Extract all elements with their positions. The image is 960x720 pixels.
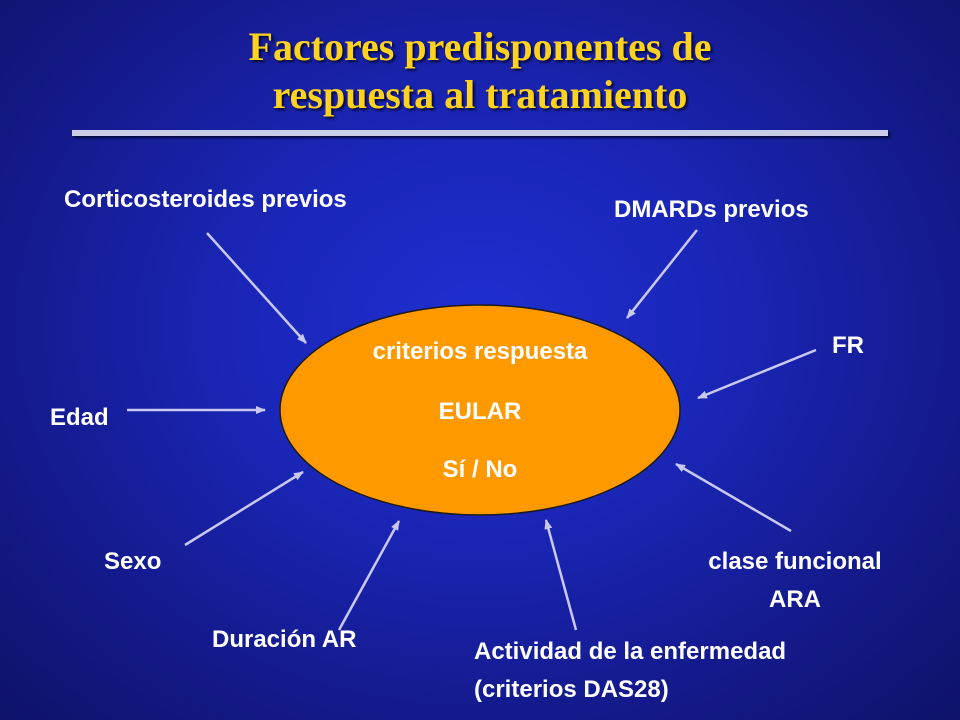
factor-clase-funcional-line-2: ARA — [769, 586, 821, 613]
factor-clase-funcional-line-1: clase funcional — [708, 548, 882, 575]
arrow-fr — [697, 348, 817, 400]
factor-corticosteroides: Corticosteroides previos — [64, 186, 347, 213]
factor-fr: FR — [832, 332, 864, 359]
center-label-eular: EULAR — [438, 398, 522, 425]
slide-title-line-2: respuesta al tratamiento — [272, 72, 688, 117]
center-label-criterios: criterios respuesta — [372, 338, 588, 365]
center-label-si-no: Sí / No — [442, 456, 518, 483]
arrow-duracion — [337, 520, 401, 631]
factor-actividad-line-1: Actividad de la enfermedad — [474, 638, 787, 665]
factor-dmards: DMARDs previos — [614, 196, 809, 223]
response-criteria-ellipse — [279, 304, 681, 516]
arrow-corticosteroides — [206, 232, 307, 344]
factor-duracion: Duración AR — [212, 626, 357, 653]
arrow-actividad — [544, 519, 578, 631]
factor-actividad-line-2: (criterios DAS28) — [474, 676, 669, 703]
title-underline — [72, 130, 888, 136]
arrow-clase-funcional — [675, 462, 792, 533]
arrow-dmards — [626, 229, 698, 319]
arrow-sexo — [184, 470, 304, 547]
slide-title-line-1: Factores predisponentes de — [248, 24, 712, 69]
factor-edad: Edad — [50, 404, 109, 431]
factor-sexo: Sexo — [104, 548, 162, 575]
